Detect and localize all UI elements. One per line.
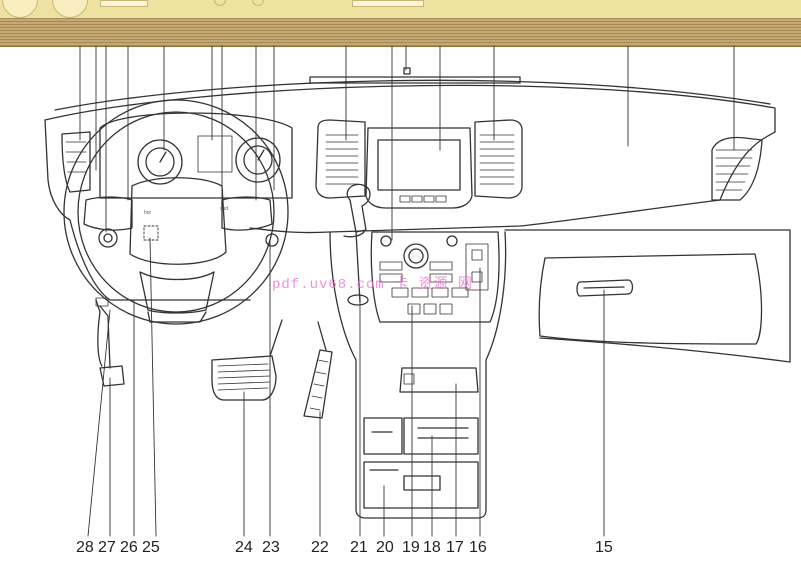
top-leader-lines — [79, 45, 735, 241]
callout-25: 25 — [142, 539, 160, 556]
center-left-vent — [315, 119, 366, 199]
dashboard-upper-line — [54, 79, 771, 111]
center-display — [365, 127, 473, 209]
dashboard-left-edge — [44, 119, 71, 221]
toolbar-field-1[interactable] — [100, 0, 148, 7]
decorative-band — [0, 18, 801, 47]
glove-box — [538, 253, 763, 345]
callout-16: 16 — [469, 539, 487, 556]
callout-20: 20 — [376, 539, 394, 556]
callout-21: 21 — [350, 539, 368, 556]
sensor — [403, 67, 411, 75]
callout-24: 24 — [235, 539, 253, 556]
toolbar-strip — [0, 0, 801, 18]
center-console — [370, 231, 500, 323]
steering-wheel — [63, 99, 289, 325]
left-lower-panel — [95, 299, 103, 367]
instrument-cluster — [99, 112, 293, 199]
brake-pedal — [211, 319, 283, 401]
toolbar-field-2[interactable] — [352, 0, 424, 7]
callout-19: 19 — [402, 539, 420, 556]
lower-dash-right — [504, 229, 791, 363]
right-side-vent — [711, 136, 763, 201]
watermark: pdf.uv68.com 卡 资源 网 — [272, 277, 474, 293]
defrost-slot — [309, 76, 521, 84]
callout-22: 22 — [311, 539, 329, 556]
callout-17: 17 — [446, 539, 464, 556]
parking-pedal — [99, 305, 125, 387]
callout-23: 23 — [262, 539, 280, 556]
callout-26: 26 — [120, 539, 138, 556]
hood-release — [95, 297, 109, 307]
callout-28: 28 — [76, 539, 94, 556]
lower-console — [329, 231, 507, 519]
bottom-leader-lines — [87, 237, 605, 537]
callout-27: 27 — [98, 539, 116, 556]
dashboard-top-edge — [44, 84, 776, 234]
gear-shifter — [343, 183, 371, 306]
left-side-vent — [61, 131, 91, 193]
center-right-vent — [474, 119, 523, 199]
steering-column — [147, 311, 207, 323]
callout-18: 18 — [423, 539, 441, 556]
wheel-pad-label-left: hor — [144, 210, 152, 216]
callout-15: 15 — [595, 539, 613, 556]
lower-dash-left — [69, 219, 251, 301]
wheel-pad-label-right: spd — [220, 206, 228, 212]
accelerator-pedal — [303, 321, 333, 419]
